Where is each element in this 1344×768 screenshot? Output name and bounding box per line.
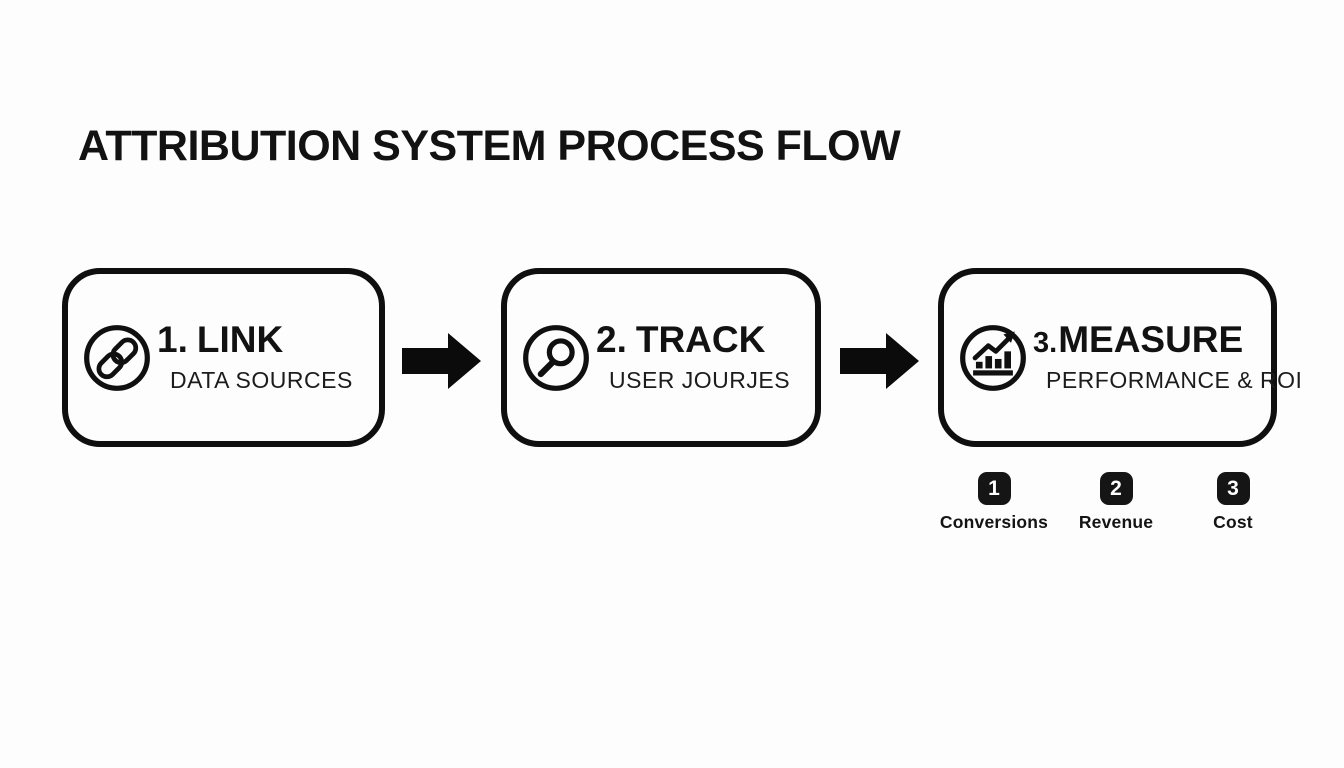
step-box-measure: 3. MEASURE PERFORMANCE & ROI [938,268,1302,447]
flow-arrow-icon [840,333,919,389]
metric-number-badge: 3 [1216,472,1250,505]
step-text-link: 1. LINK DATA SOURCES [157,319,353,394]
metric-number: 3 [1227,476,1239,500]
metric-number-badge: 1 [977,472,1011,505]
magnifying-glass-icon [520,322,592,394]
step-box-track: 2. TRACK USER JOURJES [501,268,821,447]
step-name: LINK [196,319,284,361]
page-title: ATTRIBUTION SYSTEM PROCESS FLOW [78,122,901,170]
bar-chart-icon [957,322,1029,394]
step-box-link: 1. LINK DATA SOURCES [62,268,385,447]
metric-number: 2 [1110,476,1122,500]
step-subtitle: USER JOURJES [609,366,791,393]
step-subtitle: DATA SOURCES [170,366,353,393]
metric-number-badge: 2 [1099,472,1133,505]
metric-label: Revenue [1078,512,1154,532]
chain-link-icon [81,322,153,394]
metric-label: Conversions [939,512,1049,532]
metric-cost: 3 Cost [1171,472,1295,533]
step-text-track: 2. TRACK USER JOURJES [596,319,791,394]
step-subtitle: PERFORMANCE & ROI [1046,366,1303,393]
step-heading-measure: 3. MEASURE [1033,319,1302,361]
metric-conversions: 1 Conversions [932,472,1056,533]
step-text-measure: 3. MEASURE PERFORMANCE & ROI [1033,319,1303,394]
step-name: TRACK [635,319,766,361]
flow-arrow-icon [402,333,481,389]
step-number: 2. [596,319,627,361]
step-heading-link: 1. LINK [157,319,353,361]
step-number: 1. [157,319,188,361]
step-name: MEASURE [1058,319,1244,361]
metric-revenue: 2 Revenue [1054,472,1178,533]
step-number: 3. [1033,327,1058,360]
metric-label: Cost [1213,512,1253,532]
step-heading-track: 2. TRACK [596,319,790,361]
metric-number: 1 [988,476,1000,500]
